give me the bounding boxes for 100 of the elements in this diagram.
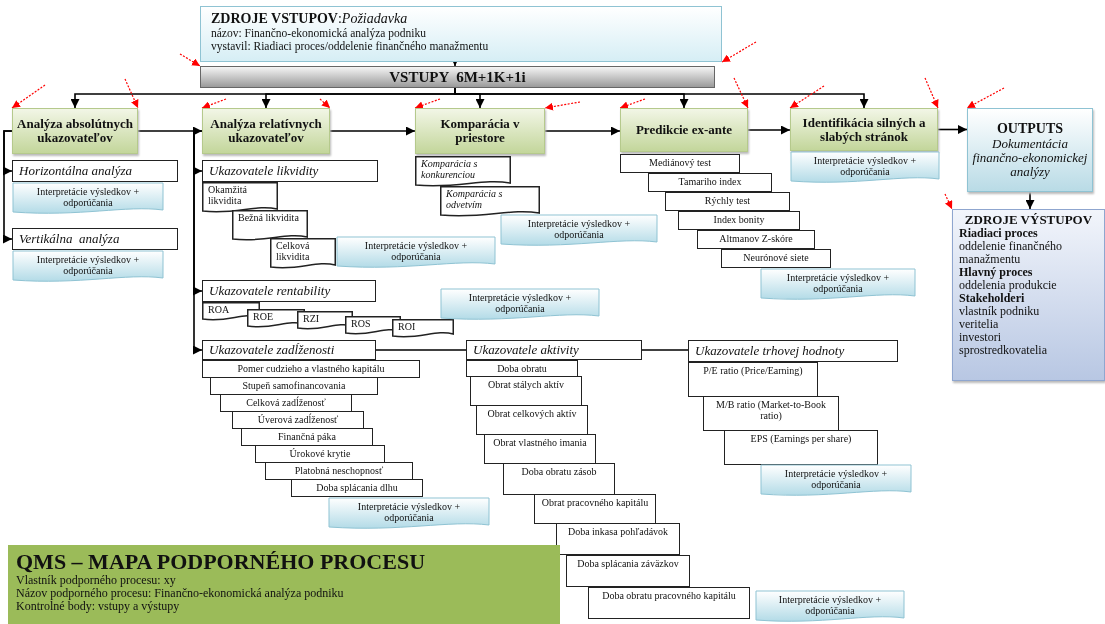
arrow <box>11 84 46 109</box>
note-card <box>12 182 164 216</box>
node-text: Úrokové krytie <box>288 448 352 459</box>
node-text: Obrat celkových aktív <box>486 408 578 419</box>
indicator-box <box>721 249 831 268</box>
node-text: Vlastník podporného procesu: xy <box>16 574 177 587</box>
indicator-box <box>697 230 815 249</box>
node-text: Analýza absolútnych ukazovateľov <box>17 117 133 145</box>
node-text: VSTUPY 6M+1K+1i <box>389 68 526 86</box>
node-text: Interpretácie výsledkov + odporúčania <box>35 254 141 276</box>
node-text: Celková zadĺženosť <box>245 397 327 408</box>
category-box <box>688 340 898 362</box>
document-shape <box>202 182 278 214</box>
indicator-box <box>566 555 690 587</box>
arrow <box>747 125 791 135</box>
node-text: Index bonity <box>712 214 766 225</box>
node-text: Stakeholderi <box>959 292 1025 305</box>
input-sources-box <box>200 6 722 62</box>
node-text: Horizontálna analýza <box>19 163 134 179</box>
node-text: Altmanov Z-skóre <box>718 233 794 244</box>
node-text: Doba obratu zásob <box>520 466 598 477</box>
node-text: Komparácia s konkurenciou <box>421 158 479 180</box>
indicator-box <box>648 173 772 192</box>
node-text: Interpretácie výsledkov + odporúčania <box>783 468 889 490</box>
node-text: Doba obratu <box>496 363 548 374</box>
node-text: M/B ratio (Market-to-Book ratio) <box>715 399 827 421</box>
indicator-box <box>255 445 385 463</box>
node-text: Celková likvidita <box>276 240 311 262</box>
node-text: vystavil: Riadiaci proces/oddelenie finančného manažmentu <box>211 40 490 53</box>
node-text: Interpretácie výsledkov + odporúčania <box>356 501 462 523</box>
node-text: Interpretácie výsledkov + odporúčania <box>777 594 883 616</box>
indicator-box <box>476 405 588 435</box>
arrow <box>944 193 953 210</box>
connector-line <box>641 349 689 351</box>
node-text: Interpretácie výsledkov + odporúčania <box>467 292 573 314</box>
category-box <box>466 340 642 360</box>
arrow <box>544 126 621 136</box>
indicator-box <box>291 479 423 497</box>
arrow <box>3 130 13 244</box>
indicator-box <box>241 428 373 446</box>
node-text: Doba inkasa pohľadávok <box>566 526 670 537</box>
node-text: P/E ratio (Price/Earning) <box>702 365 804 376</box>
node-text: Interpretácie výsledkov + odporúčania <box>812 155 918 177</box>
node-text: Ukazovatele likvidity <box>209 163 320 179</box>
arrow <box>937 125 968 134</box>
note-card <box>755 590 905 624</box>
node-text: Ukazovatele zadĺženosti <box>209 342 336 358</box>
heading: ZDROJE VÝSTUPOV <box>963 213 1094 227</box>
node-text: Obrat vlastného imania <box>492 437 588 448</box>
node-text: ROI <box>398 321 417 332</box>
node-text: Interpretácie výsledkov + odporúčania <box>363 240 469 262</box>
node-text: Okamžitá likvidita <box>208 184 248 206</box>
indicator-box <box>678 211 800 230</box>
arrow <box>619 98 646 110</box>
arrow <box>201 98 227 109</box>
node-text: Mediánový test <box>648 157 712 168</box>
arrow <box>193 130 203 355</box>
node-text: Úverová zadĺženosť <box>256 414 340 425</box>
indicator-box <box>503 463 615 495</box>
node-text: Bežná likvidita <box>238 212 300 223</box>
indicator-box <box>688 362 818 397</box>
note-card <box>336 236 496 270</box>
node-text: Interpretácie výsledkov + odporúčania <box>35 186 141 208</box>
node-text: Rýchly test <box>703 195 752 206</box>
category-box <box>12 160 178 182</box>
note-card <box>790 151 940 185</box>
title-panel <box>8 545 560 624</box>
arrow <box>179 53 201 67</box>
heading: OUTPUTS <box>995 121 1065 137</box>
note-card <box>12 250 164 284</box>
node-text: vlastník podniku <box>959 305 1041 318</box>
note-card <box>440 288 600 322</box>
heading: QMS – MAPA PODPORNÉHO PROCESU <box>16 549 427 574</box>
node-text: Tamariho index <box>677 176 743 187</box>
indicator-box <box>220 394 352 412</box>
node-text: Ukazovatele aktivity <box>473 342 580 358</box>
arrow <box>1025 191 1035 210</box>
node-text: Obrat pracovného kapitálu <box>540 497 650 508</box>
document-shape <box>232 210 308 242</box>
indicator-box <box>202 360 420 378</box>
indicator-box <box>703 396 839 431</box>
document-shape <box>440 186 540 218</box>
node-text: Obrat stálych aktív <box>486 379 566 390</box>
arrow <box>733 77 749 109</box>
arrow <box>319 98 331 109</box>
indicator-box <box>588 587 750 619</box>
indicator-box <box>232 411 364 429</box>
node-text: ROS <box>351 318 372 329</box>
document-shape <box>415 156 511 188</box>
note-card <box>760 464 912 498</box>
heading: ZDROJE VSTUPOV:Požiadavka <box>211 10 409 27</box>
arrow <box>124 78 139 109</box>
node-text: Identifikácia silných a slabých stránok <box>801 115 927 144</box>
note-card <box>760 268 916 302</box>
document-shape <box>270 238 336 270</box>
node-text: ROE <box>253 311 274 322</box>
inputs-bar <box>200 66 715 88</box>
node-text: oddelenia produkcie <box>959 279 1058 292</box>
arrow <box>544 101 581 111</box>
node-text: EPS (Earnings per share) <box>749 433 853 444</box>
